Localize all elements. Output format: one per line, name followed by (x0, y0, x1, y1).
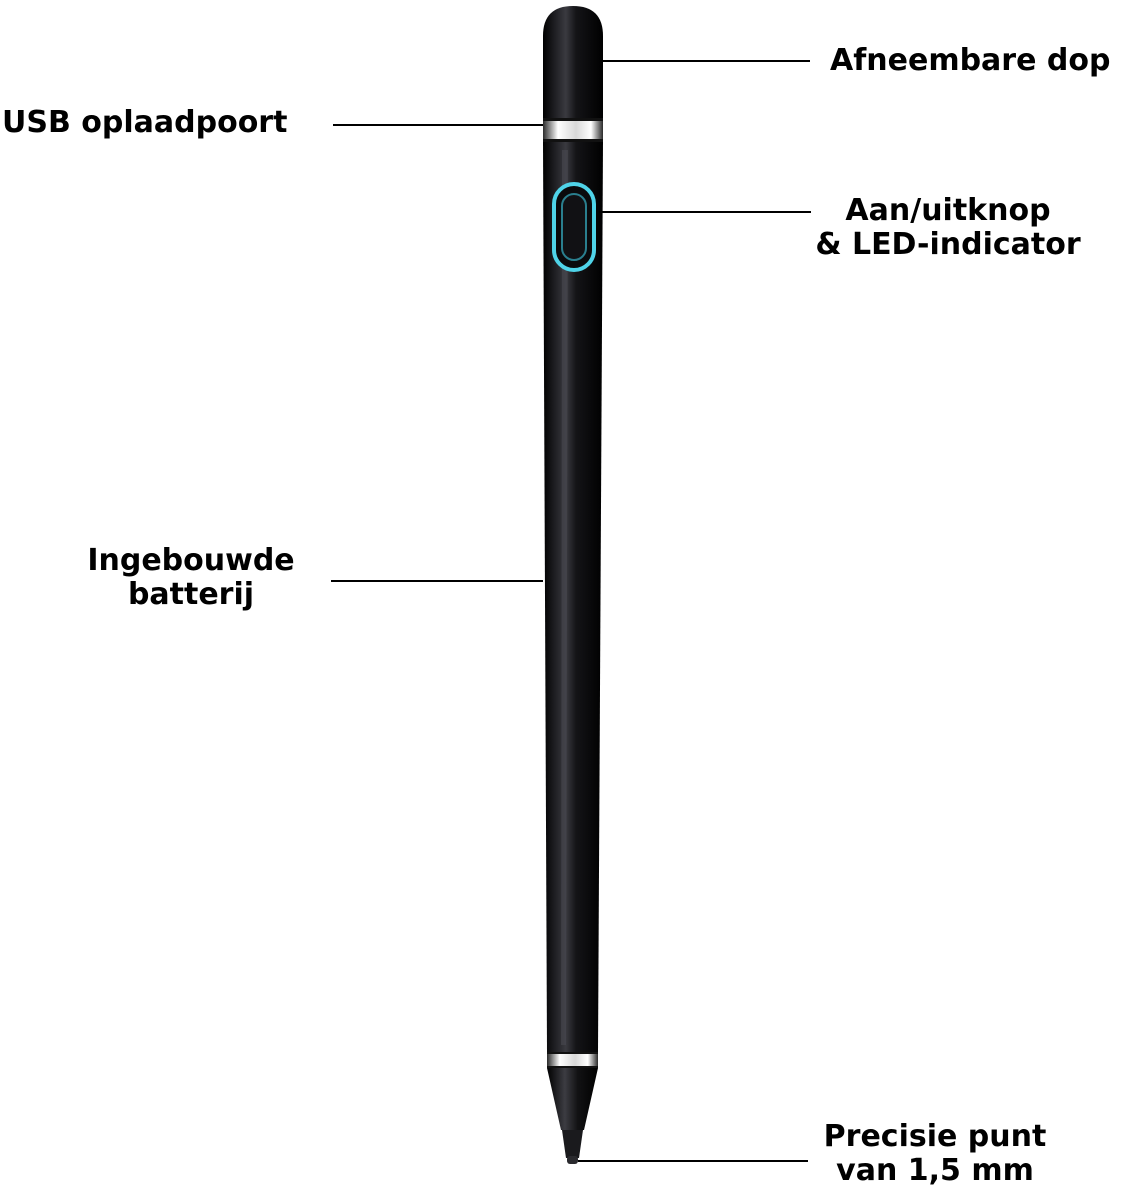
label-cap: Afneembare dop (830, 43, 1111, 78)
pen-cap (543, 6, 603, 118)
label-usb-port: USB oplaadpoort (2, 105, 288, 140)
leader-line-usb (333, 124, 543, 126)
leader-line-tip (578, 1160, 808, 1162)
usb-ring (543, 118, 603, 142)
tip-ring (547, 1052, 598, 1068)
label-power-button: Aan/uitknop & LED-indicator (815, 193, 1081, 262)
leader-line-cap (603, 60, 810, 62)
pen-nib (562, 1130, 583, 1158)
label-battery: Ingebouwde batterij (87, 543, 295, 612)
leader-line-battery (331, 580, 543, 582)
leader-line-button (599, 211, 811, 213)
label-precision-tip: Precisie punt van 1,5 mm (823, 1119, 1047, 1188)
pen-cone (547, 1068, 598, 1130)
pen-body (543, 142, 603, 1052)
